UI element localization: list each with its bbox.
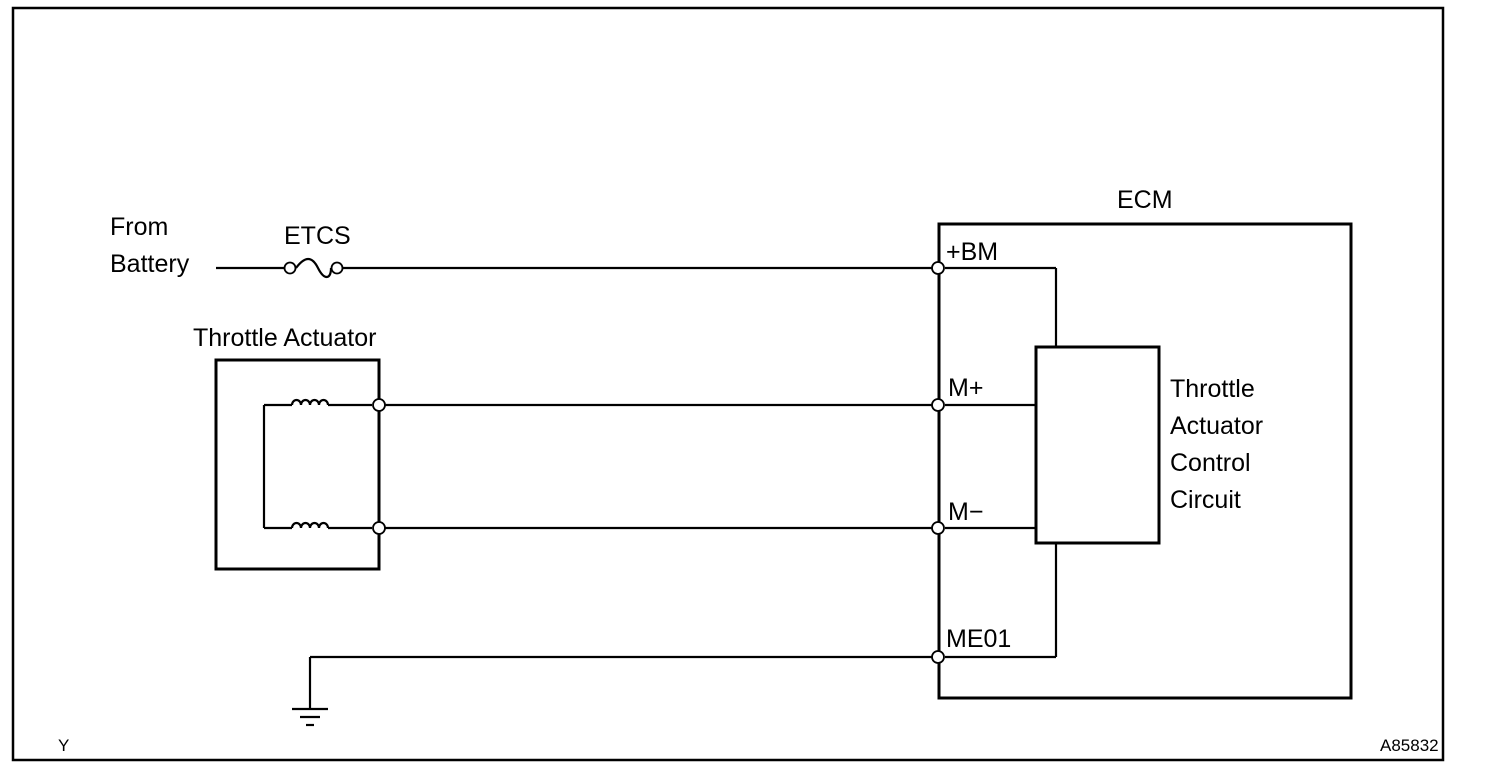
pin-label-m-minus: M− <box>948 498 983 526</box>
ecm-label: ECM <box>1117 186 1173 214</box>
pin-label-bm: +BM <box>946 238 998 266</box>
circuit-label-line3: Control <box>1170 449 1251 477</box>
actuator-terminal-bottom <box>372 521 386 535</box>
fuse-label: ETCS <box>284 222 351 250</box>
source-label-battery: Battery <box>110 250 190 278</box>
throttle-actuator-control-circuit-box <box>1034 345 1161 545</box>
circuit-label-line1: Throttle <box>1170 375 1255 403</box>
ecm-box <box>937 222 1353 700</box>
throttle-actuator-box <box>214 358 381 571</box>
diagram-frame <box>11 6 1445 762</box>
actuator-motor-coil <box>262 398 372 530</box>
ground-wire <box>308 655 932 708</box>
pin-label-m-plus: M+ <box>948 374 983 402</box>
ecm-terminal-m-minus <box>931 521 945 535</box>
circuit-label-line2: Actuator <box>1170 412 1263 440</box>
etcs-fuse <box>283 257 344 279</box>
ecm-internal-wiring <box>945 266 1058 659</box>
source-label-from: From <box>110 213 168 241</box>
pin-label-me01: ME01 <box>946 625 1011 653</box>
corner-mark-left: Y <box>58 736 69 755</box>
ecm-terminal-me01 <box>931 650 945 664</box>
actuator-terminal-top <box>372 398 386 412</box>
ground-icon <box>292 707 328 727</box>
throttle-actuator-label: Throttle Actuator <box>193 324 376 352</box>
ecm-terminal-bm <box>931 261 945 275</box>
circuit-label-line4: Circuit <box>1170 486 1241 514</box>
ecm-terminal-m-plus <box>931 398 945 412</box>
figure-code: A85832 <box>1380 736 1439 755</box>
